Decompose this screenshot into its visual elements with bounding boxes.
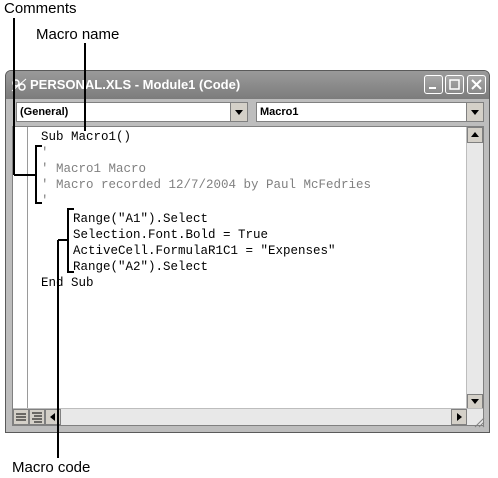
code-line[interactable]: ActiveCell.FormulaR1C1 = "Expenses" bbox=[73, 244, 336, 258]
window-title: PERSONAL.XLS - Module1 (Code) bbox=[30, 77, 241, 92]
procedure-view-icon bbox=[16, 413, 26, 421]
code-window: PERSONAL.XLS - Module1 (Code) (General) … bbox=[5, 70, 490, 433]
maximize-icon bbox=[449, 79, 460, 90]
macro-code-callout-label: Macro code bbox=[12, 459, 91, 476]
scroll-up-button[interactable] bbox=[467, 127, 483, 143]
procedure-dropdown-value: Macro1 bbox=[260, 106, 299, 118]
resize-grip-icon[interactable] bbox=[473, 416, 487, 430]
close-icon bbox=[471, 79, 482, 90]
maximize-button[interactable] bbox=[445, 75, 464, 94]
procedure-dropdown[interactable]: Macro1 bbox=[256, 102, 484, 122]
code-line[interactable]: Selection.Font.Bold = True bbox=[73, 228, 269, 242]
procedure-view-button[interactable] bbox=[13, 409, 29, 425]
scroll-left-button[interactable] bbox=[45, 409, 61, 425]
code-line[interactable]: Range("A2").Select bbox=[73, 260, 209, 274]
minimize-icon bbox=[429, 87, 436, 89]
full-module-view-button[interactable] bbox=[29, 409, 45, 425]
macro-name-callout-label: Macro name bbox=[36, 26, 120, 43]
comments-callout-label: Comments bbox=[4, 0, 77, 17]
comment-line[interactable]: ' bbox=[41, 146, 49, 160]
code-line[interactable]: End Sub bbox=[41, 276, 94, 290]
code-line[interactable]: Range("A1").Select bbox=[73, 212, 209, 226]
horizontal-scrollbar[interactable] bbox=[13, 408, 483, 425]
chevron-down-icon[interactable] bbox=[466, 103, 483, 121]
comment-line[interactable]: ' Macro recorded 12/7/2004 by Paul McFed… bbox=[41, 178, 372, 192]
object-dropdown[interactable]: (General) bbox=[16, 102, 248, 122]
full-module-view-icon bbox=[32, 412, 42, 423]
object-dropdown-value: (General) bbox=[20, 106, 69, 118]
close-button[interactable] bbox=[467, 75, 486, 94]
margin-indicator-bar bbox=[27, 127, 28, 412]
vba-module-icon bbox=[11, 78, 27, 92]
code-line[interactable]: Sub Macro1() bbox=[41, 130, 132, 144]
comment-line[interactable]: ' bbox=[41, 194, 49, 208]
code-editor[interactable]: Sub Macro1() ' ' Macro1 Macro ' Macro re… bbox=[12, 126, 484, 426]
title-bar[interactable]: PERSONAL.XLS - Module1 (Code) bbox=[6, 71, 489, 99]
vertical-scrollbar[interactable] bbox=[466, 127, 483, 410]
scroll-right-button[interactable] bbox=[451, 409, 467, 425]
comment-line[interactable]: ' Macro1 Macro bbox=[41, 162, 147, 176]
minimize-button[interactable] bbox=[424, 75, 443, 94]
chevron-down-icon[interactable] bbox=[230, 103, 247, 121]
